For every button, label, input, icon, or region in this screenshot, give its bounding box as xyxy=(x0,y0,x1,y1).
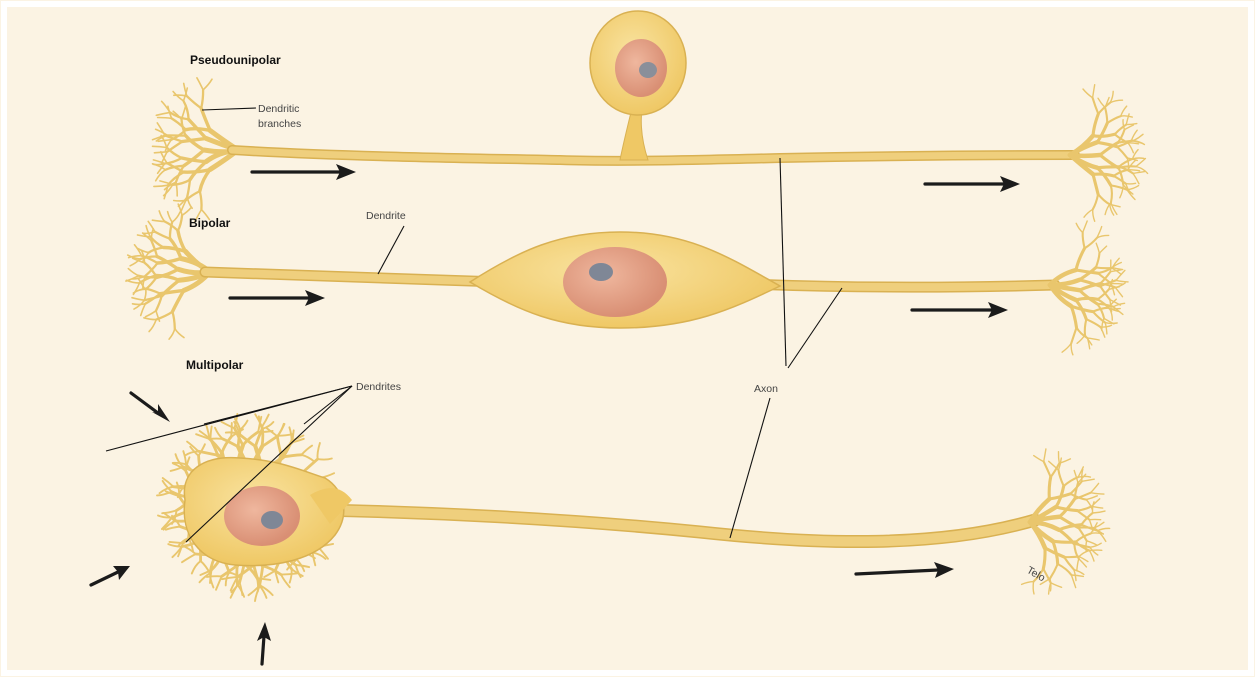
neurite-branch xyxy=(1096,268,1112,269)
dendrites-label: Dendrites xyxy=(356,381,401,393)
neurite-branch xyxy=(1053,541,1076,542)
dendrite-label: Dendrite xyxy=(366,210,406,222)
nucleolus xyxy=(261,511,283,529)
neurite-branch xyxy=(133,304,146,305)
multipolar-title: Multipolar xyxy=(186,358,244,372)
neurite-branch xyxy=(1064,557,1079,558)
neurite-branch xyxy=(1049,477,1051,499)
neurite-branch xyxy=(281,573,297,574)
bipolar-title: Bipolar xyxy=(189,216,231,230)
neurite-branch xyxy=(1105,323,1117,324)
neurite-branch xyxy=(207,576,222,577)
neurite-branch xyxy=(1076,298,1098,300)
neurite-branch xyxy=(186,129,210,131)
neurite-branch xyxy=(158,118,172,119)
nucleolus xyxy=(589,263,613,281)
neurite-branch xyxy=(231,423,232,437)
neurite-branch xyxy=(1097,167,1119,168)
dendritic-branches-label-line1: Dendritic xyxy=(258,103,299,115)
neurite-branch xyxy=(318,459,332,460)
neurite-branch xyxy=(1111,185,1112,202)
neurite-branch xyxy=(1111,284,1123,285)
axon-label: Axon xyxy=(754,383,778,395)
neurite-branch xyxy=(1043,548,1045,569)
nucleolus xyxy=(639,62,657,78)
neurite-branch xyxy=(1126,183,1136,184)
neurite-branch xyxy=(174,200,186,201)
neurite-branch xyxy=(237,565,238,584)
neurite-branch xyxy=(210,439,223,440)
nucleus xyxy=(563,247,667,317)
neurite-branch xyxy=(1093,174,1114,176)
pseudounipolar-title: Pseudounipolar xyxy=(190,53,281,67)
dendritic-branches-label-line2: branches xyxy=(258,118,301,130)
